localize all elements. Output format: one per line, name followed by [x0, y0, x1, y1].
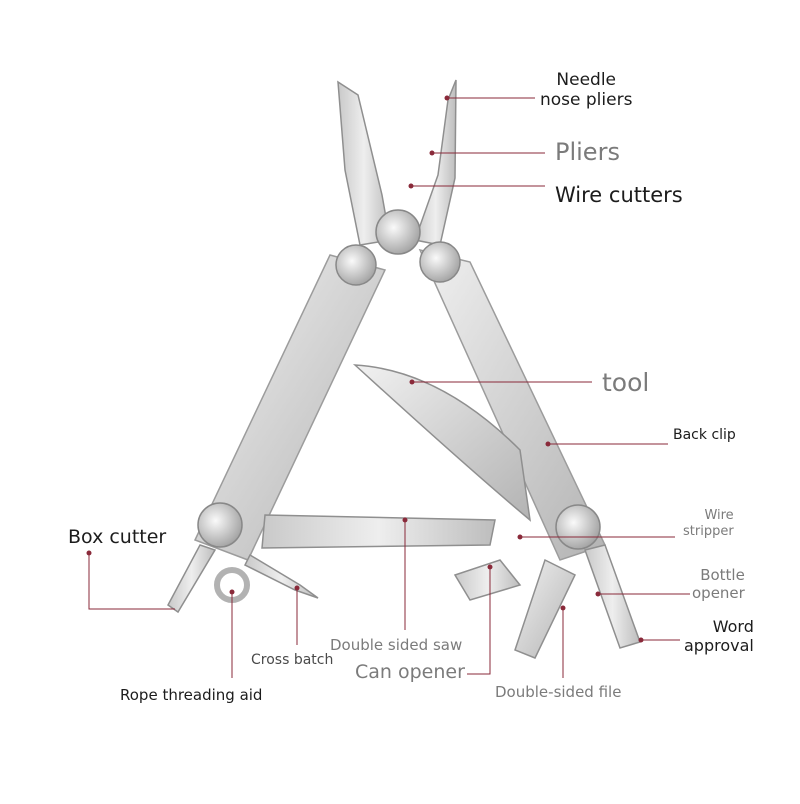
- leader-dot-rope-threading-aid: [229, 589, 235, 595]
- leader-dot-back-clip: [545, 441, 551, 447]
- leader-dot-wire-stripper: [517, 534, 523, 540]
- right-tail-tool: [584, 544, 641, 649]
- leader-dot-word-approval: [638, 637, 644, 643]
- label-bottle-opener-line2: opener: [692, 584, 745, 602]
- leader-box-cutter: [88, 553, 175, 610]
- leader-dot-bottle-opener: [595, 591, 601, 597]
- right-jaw: [414, 79, 457, 246]
- leader-dot-double-sided-file: [560, 605, 566, 611]
- leader-dot-box-cutter: [86, 550, 92, 556]
- rivet-right-bottom: [555, 504, 601, 550]
- pivot-bolt: [375, 209, 421, 255]
- label-double-sided-file: Double-sided file: [495, 683, 622, 701]
- leader-dot-can-opener: [487, 564, 493, 570]
- saw-blade: [261, 514, 496, 549]
- leader-dot-wire-cutters: [408, 183, 414, 189]
- label-word-approval: Word approval: [684, 617, 754, 655]
- label-wire-stripper-line1: Wire: [704, 508, 734, 523]
- knife-blade: [352, 364, 532, 522]
- label-tool: tool: [602, 368, 650, 397]
- label-wire-stripper: Wire stripper: [683, 508, 734, 539]
- box-cutter-blade: [167, 544, 217, 614]
- label-word-approval-line2: approval: [684, 636, 754, 656]
- label-word-approval-line1: Word: [712, 617, 754, 636]
- leader-dot-pliers: [429, 150, 435, 156]
- label-rope-threading-aid: Rope threading aid: [120, 686, 263, 704]
- label-bottle-opener: Bottle opener: [692, 566, 745, 602]
- leader-lines: [86, 95, 690, 678]
- label-can-opener: Can opener: [355, 661, 465, 683]
- label-back-clip: Back clip: [673, 427, 736, 443]
- leader-dot-cross-batch: [294, 585, 300, 591]
- label-box-cutter: Box cutter: [68, 526, 167, 548]
- label-cross-batch: Cross batch: [251, 652, 334, 668]
- file-blade: [514, 558, 576, 659]
- label-bottle-opener-line1: Bottle: [700, 566, 745, 584]
- leader-dot-double-sided-saw: [402, 517, 408, 523]
- cross-batch-driver: [243, 553, 319, 599]
- label-needle-nose-pliers: Needle nose pliers: [540, 70, 632, 111]
- label-pliers: Pliers: [555, 138, 620, 166]
- leader-dot-tool: [409, 379, 415, 385]
- leader-can-opener: [467, 567, 491, 675]
- label-needle-nose-pliers-line2: nose pliers: [540, 90, 633, 111]
- rivet-left-top: [335, 244, 377, 286]
- label-double-sided-saw: Double sided saw: [330, 636, 463, 654]
- leader-dot-needle-nose-pliers: [444, 95, 450, 101]
- can-opener-blade: [453, 559, 522, 601]
- label-wire-cutters: Wire cutters: [555, 183, 683, 207]
- label-wire-stripper-line2: stripper: [683, 523, 734, 539]
- rivet-left-bottom: [197, 502, 243, 548]
- rivet-right-top: [419, 241, 461, 283]
- label-needle-nose-pliers-line1: Needle: [556, 70, 617, 90]
